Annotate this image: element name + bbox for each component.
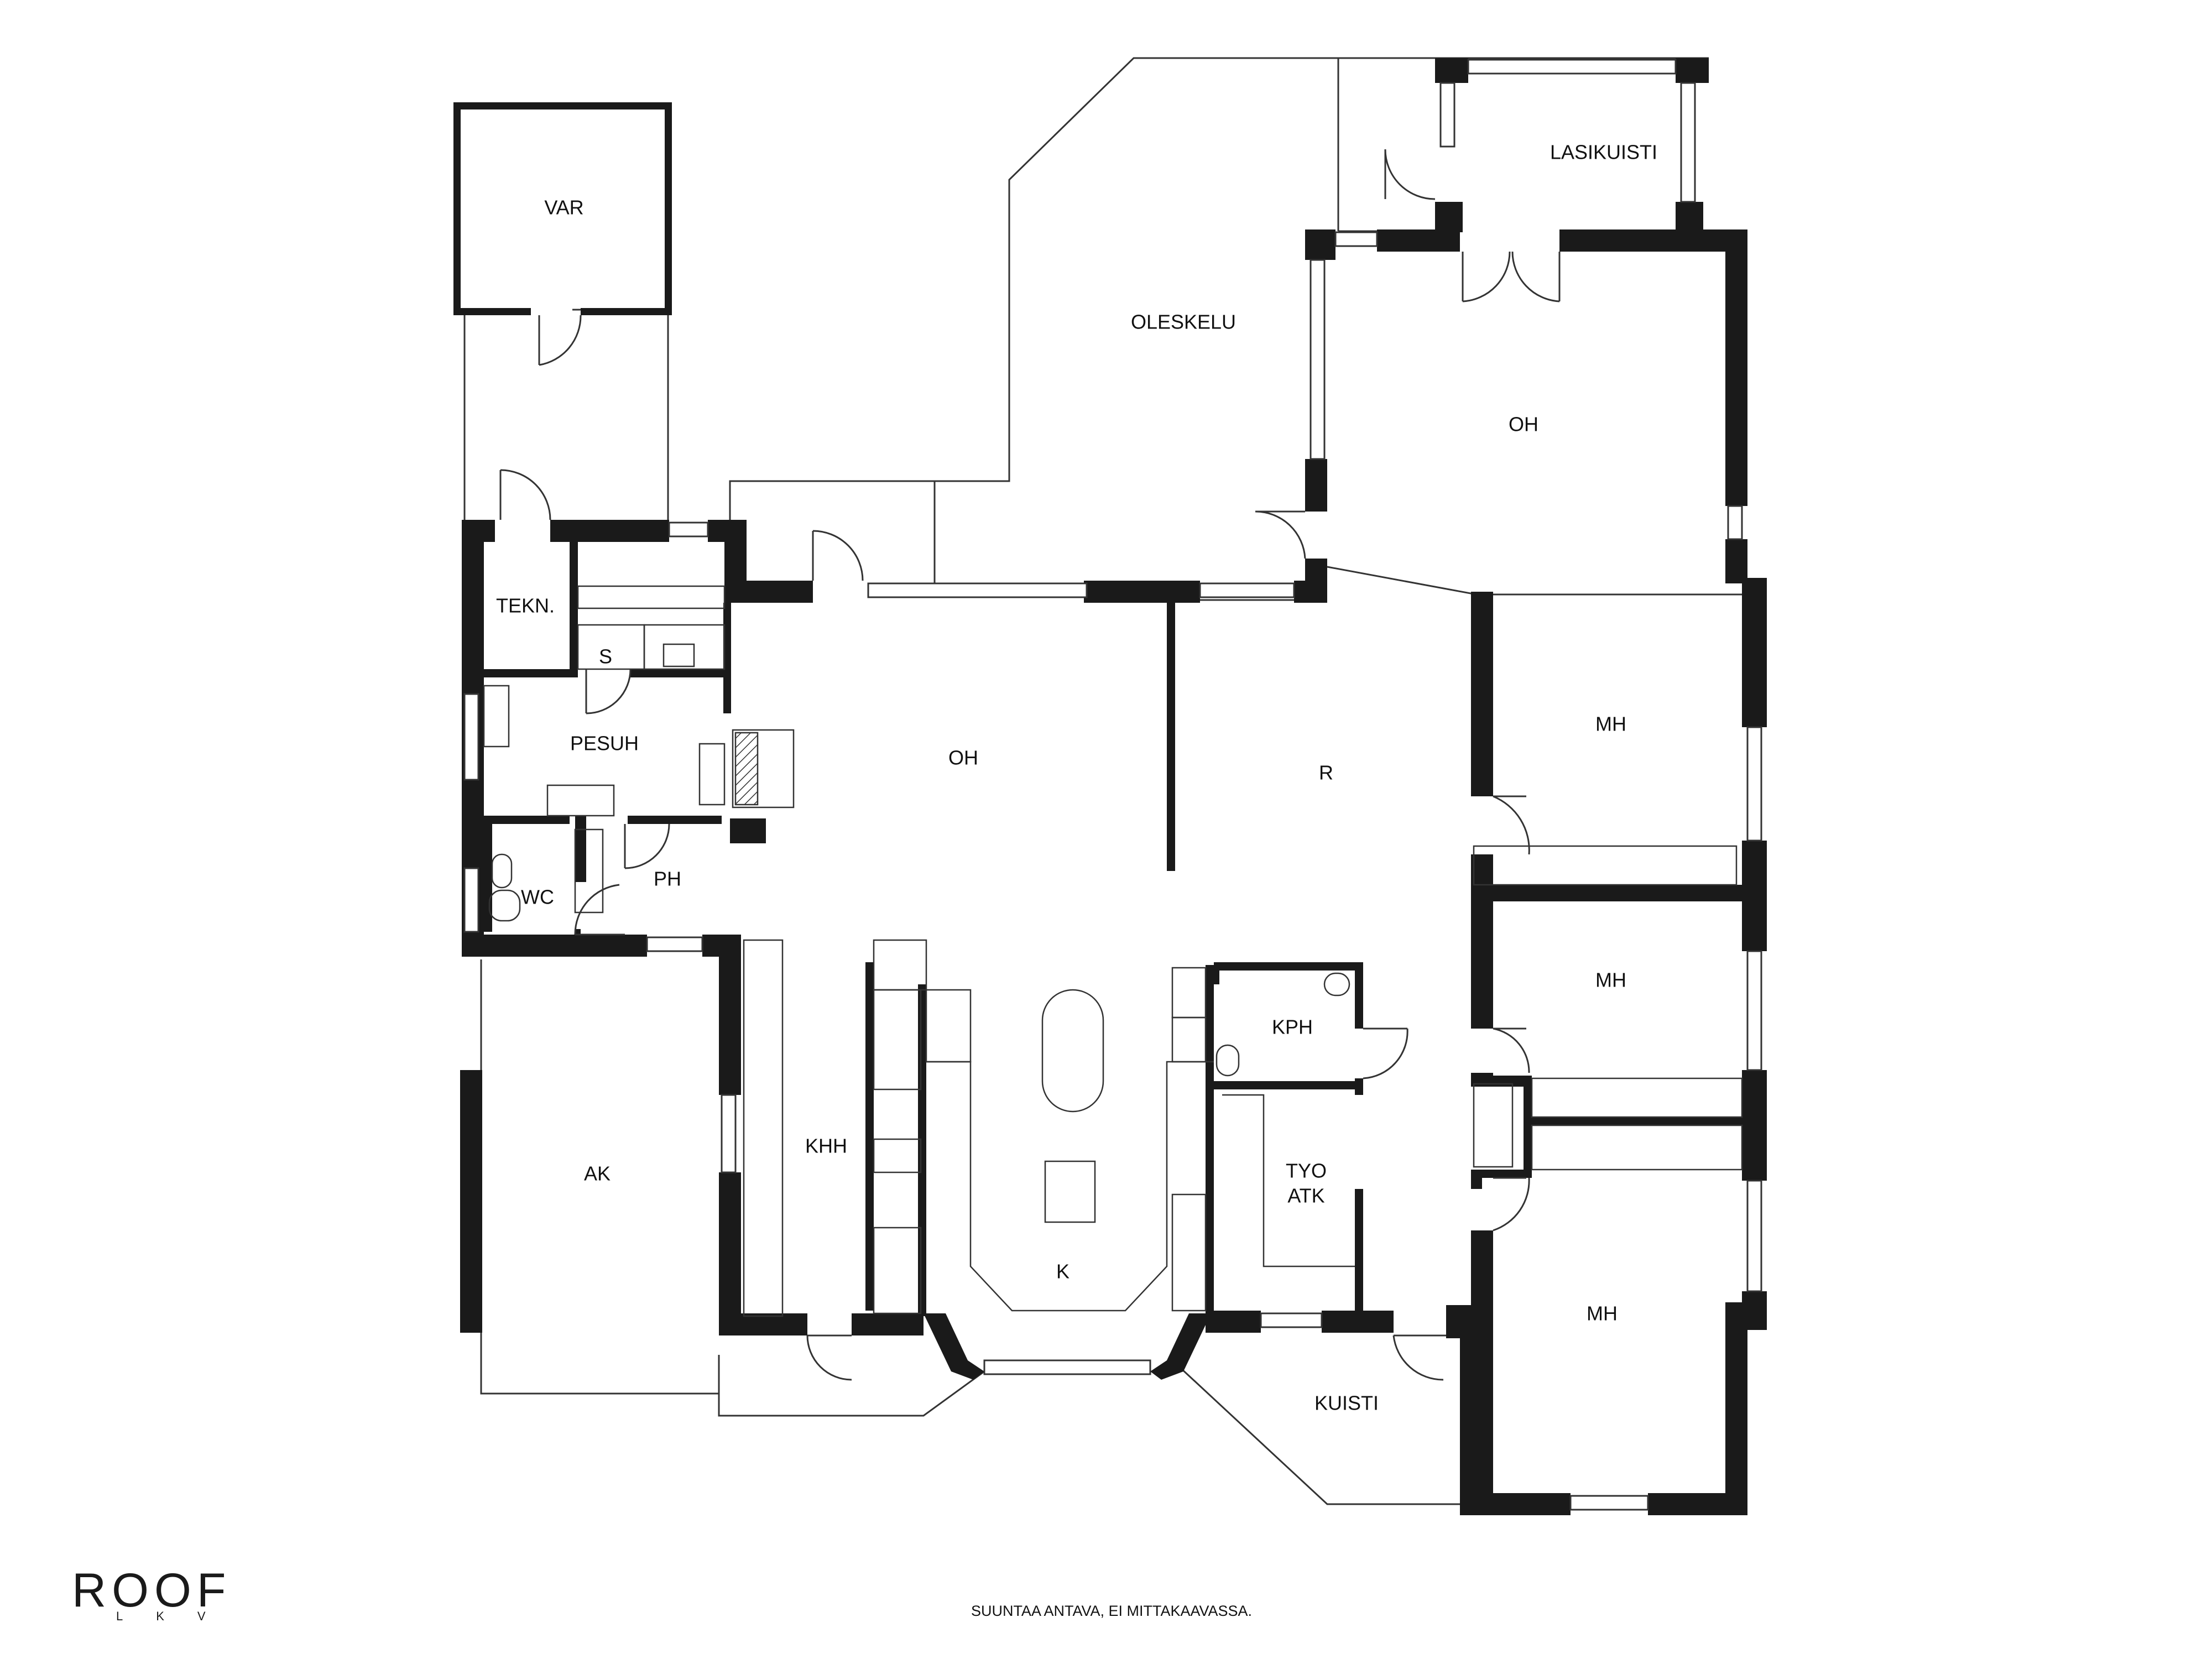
room-label-mh1: MH — [1595, 713, 1626, 735]
logo-main-text: ROOF — [72, 1564, 231, 1617]
fixtures — [483, 585, 1743, 1317]
room-label-kuisti: KUISTI — [1314, 1392, 1379, 1415]
doors — [499, 149, 1561, 1381]
room-label-oleskelu: OLESKELU — [1131, 311, 1236, 333]
room-label-tekn: TEKN. — [496, 594, 555, 617]
room-label-atk: ATK — [1287, 1185, 1324, 1207]
room-label-mh3: MH — [1587, 1302, 1618, 1325]
room-label-lasikuisti: LASIKUISTI — [1550, 141, 1657, 164]
windows — [463, 59, 1762, 1511]
logo-sub-text: LKV — [116, 1609, 239, 1623]
room-label-oh-top: OH — [1509, 413, 1538, 436]
room-label-mh2: MH — [1595, 969, 1626, 992]
room-label-ak: AK — [584, 1162, 611, 1185]
room-label-kph: KPH — [1272, 1016, 1313, 1039]
room-labels: VAR OLESKELU LASIKUISTI OH TEKN. S PESUH… — [496, 141, 1657, 1415]
room-label-ph: PH — [654, 868, 681, 890]
room-label-s: S — [599, 645, 612, 668]
room-label-pesuh: PESUH — [570, 732, 639, 755]
outline-lines — [463, 57, 1750, 1505]
room-label-tyo: TYO — [1286, 1160, 1327, 1182]
room-label-wc: WC — [521, 886, 554, 909]
walls — [453, 58, 1767, 1515]
room-label-r: R — [1319, 761, 1333, 784]
room-label-k: K — [1056, 1260, 1070, 1283]
room-label-khh: KHH — [805, 1135, 847, 1157]
room-label-var: VAR — [544, 196, 583, 219]
roof-lkv-logo: ROOF LKV — [72, 1564, 239, 1623]
scale-note: SUUNTAA ANTAVA, EI MITTAKAAVASSA. — [971, 1603, 1252, 1619]
room-label-oh-main: OH — [948, 747, 978, 769]
